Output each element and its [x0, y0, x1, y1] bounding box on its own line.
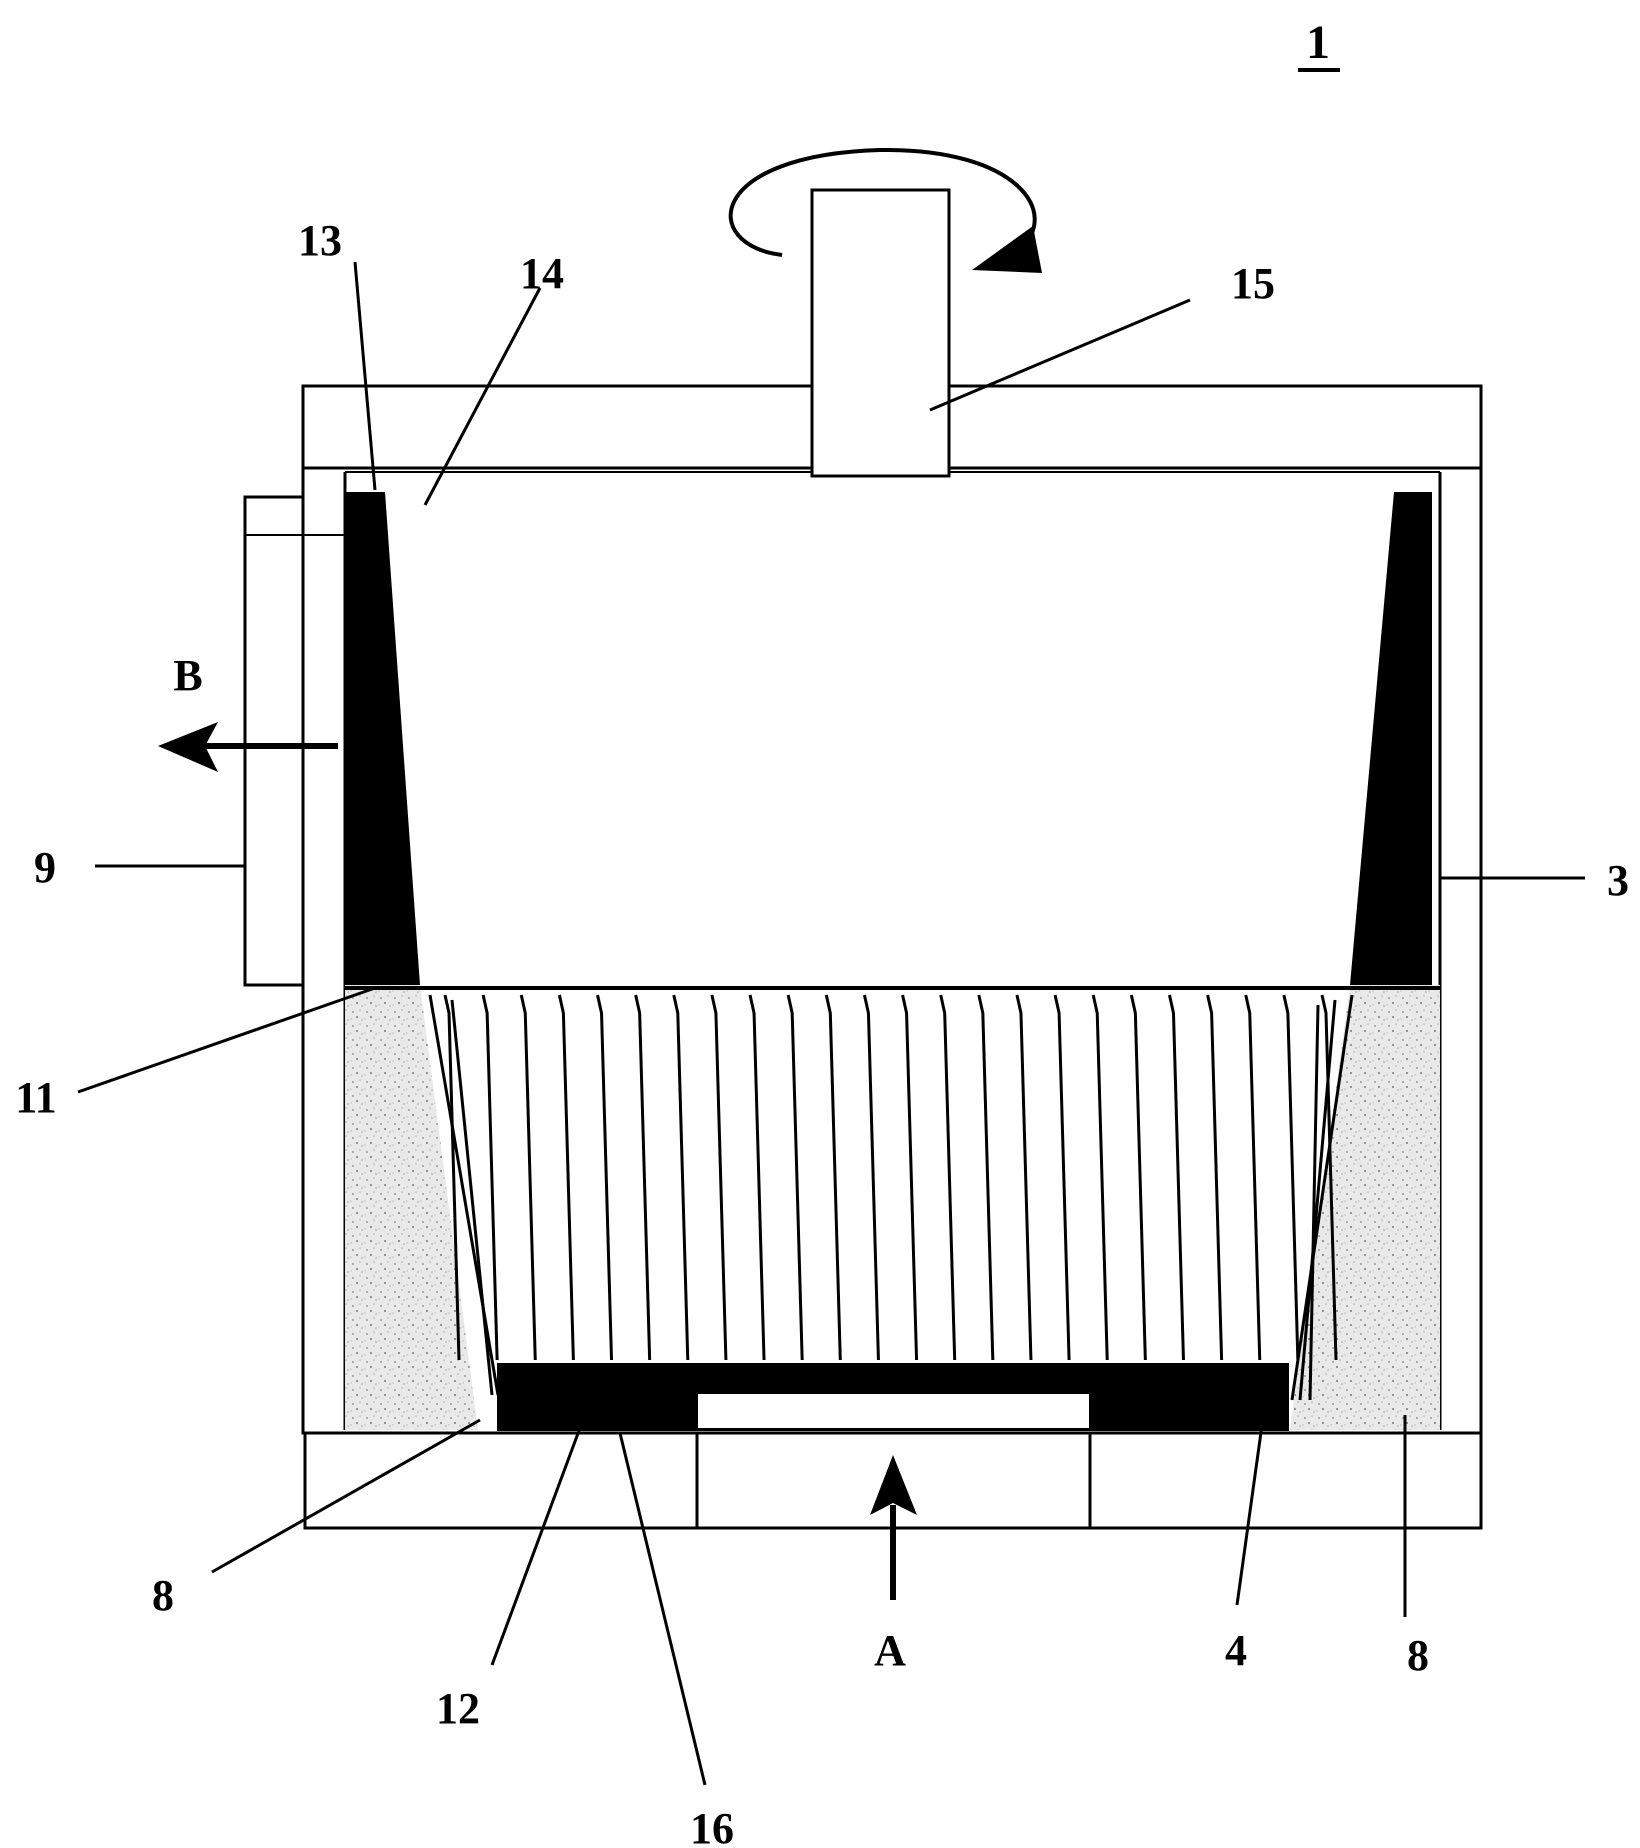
bristle-element — [1290, 994, 1354, 1401]
label-8-left: 8 — [152, 1571, 174, 1620]
bristle-element — [1298, 999, 1337, 1401]
filter-media-left — [345, 985, 478, 1430]
inlet-arrow-label: A — [874, 1626, 906, 1675]
label-3: 3 — [1607, 856, 1629, 905]
bristle-element — [1320, 994, 1338, 1361]
bristle-element — [672, 994, 690, 1361]
bristle-element — [443, 994, 461, 1361]
label-15: 15 — [1231, 259, 1275, 308]
seal-wedge-right — [1350, 492, 1432, 985]
bristle-element — [596, 994, 614, 1361]
label-4: 4 — [1225, 1626, 1247, 1675]
bristle-element — [1015, 994, 1033, 1361]
inlet-arrowhead-icon — [870, 1455, 917, 1515]
bristle-element — [1053, 994, 1071, 1361]
bristle-element — [1129, 994, 1147, 1361]
leader-lines — [77, 261, 1585, 1786]
bristle-element — [824, 994, 842, 1361]
bristle-element — [977, 994, 995, 1361]
bristle-element — [519, 994, 537, 1361]
rotating-shaft — [810, 188, 951, 478]
bristle-element — [786, 994, 804, 1361]
bristle-element — [1244, 994, 1262, 1361]
filter-media-right — [1290, 985, 1440, 1430]
bristle-element — [450, 999, 494, 1396]
rotation-arrowhead-icon — [972, 226, 1042, 273]
figure-number: 1 — [1306, 16, 1330, 69]
bristle-element — [748, 994, 766, 1361]
bristle-element — [1091, 994, 1109, 1361]
bristle-element — [634, 994, 652, 1361]
bristle-element — [1308, 1004, 1320, 1401]
bristle-element — [901, 994, 919, 1361]
housing-wall — [301, 466, 1483, 1435]
label-9: 9 — [34, 843, 56, 892]
bristle-elements — [428, 994, 1354, 1401]
outlet-arrowhead-icon — [158, 722, 218, 772]
base-plate-opening — [696, 1392, 1091, 1430]
rotation-arrow — [728, 147, 1037, 257]
label-11: 11 — [15, 1073, 57, 1122]
bristle-element — [710, 994, 728, 1361]
bristle-element — [1206, 994, 1224, 1361]
outlet-port — [243, 468, 305, 1000]
label-12: 12 — [436, 1684, 480, 1733]
label-8-right: 8 — [1407, 1631, 1429, 1680]
bristle-element — [862, 994, 880, 1361]
seal-wedge-left — [346, 492, 420, 985]
label-13: 13 — [298, 216, 342, 265]
outlet-arrow-label: B — [173, 651, 202, 700]
label-16: 16 — [690, 1804, 734, 1848]
bristle-element — [481, 994, 499, 1361]
bristle-element — [1282, 994, 1300, 1361]
bristle-element — [1168, 994, 1185, 1361]
bristle-element — [939, 994, 957, 1361]
label-14: 14 — [520, 249, 564, 298]
bristle-element — [557, 994, 575, 1361]
